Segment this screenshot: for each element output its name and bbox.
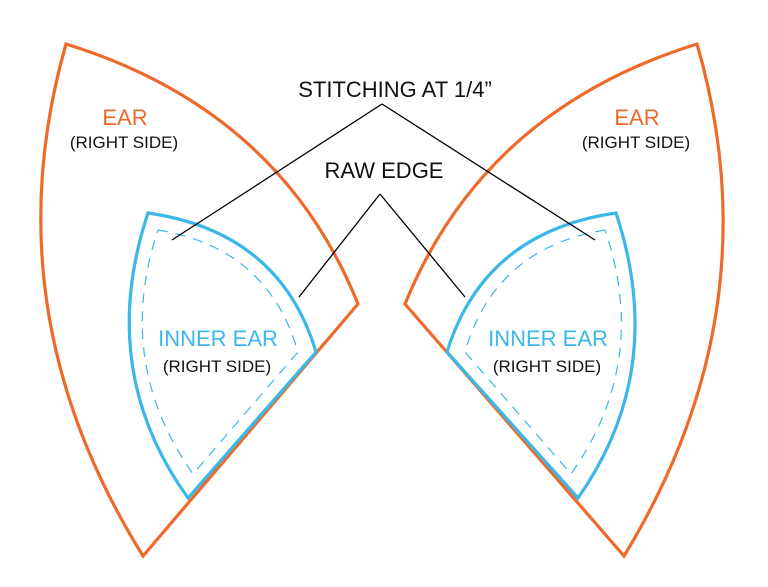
stitching-leader-left [171, 103, 383, 241]
stitching-leader-right [381, 103, 596, 241]
left-ear-subtitle: (RIGHT SIDE) [69, 133, 179, 152]
stitching-callout: STITCHING AT 1/4” [298, 77, 492, 102]
left-ear-outline [39, 41, 360, 559]
right-ear-title: EAR [614, 105, 660, 130]
left-inner-ear-title: INNER EAR [158, 326, 278, 351]
left-inner-ear-outline [127, 211, 318, 501]
right-ear-subtitle: (RIGHT SIDE) [581, 133, 691, 152]
left-inner-ear-subtitle: (RIGHT SIDE) [162, 357, 272, 376]
left-inner-ear-stitching [141, 229, 299, 475]
raw-edge-callout: RAW EDGE [324, 158, 444, 183]
left-ear-title: EAR [102, 105, 148, 130]
raw-edge-leader-right [379, 193, 466, 298]
right-inner-ear-subtitle: (RIGHT SIDE) [492, 357, 602, 376]
raw-edge-leader-left [298, 193, 381, 298]
right-inner-ear-outline [445, 211, 637, 501]
right-inner-ear-title: INNER EAR [488, 326, 608, 351]
right-ear-outline [403, 41, 725, 559]
right-inner-ear-stitching [464, 229, 622, 475]
